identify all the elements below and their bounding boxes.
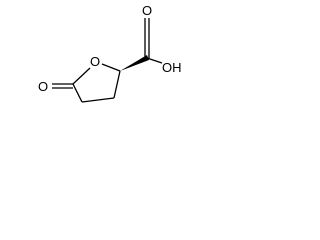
molecule-drawing: O O O OH bbox=[38, 3, 182, 103]
structure-canvas: O O O OH bbox=[0, 0, 198, 122]
ring-carbonyl-oxygen-label: O bbox=[38, 79, 48, 94]
hydroxyl-label: OH bbox=[162, 60, 182, 75]
bond-c4-c5 bbox=[72, 83, 83, 103]
bond-cacid-oh bbox=[146, 57, 163, 64]
bond-c5-o1 bbox=[72, 67, 91, 85]
wedge-bond-c2-cacid bbox=[120, 55, 149, 71]
bond-c2-c3 bbox=[113, 70, 121, 99]
ring-oxygen-label: O bbox=[90, 54, 100, 69]
bond-c3-c4 bbox=[81, 97, 115, 103]
acid-carbonyl-oxygen-label: O bbox=[142, 3, 152, 18]
bond-o1-c2 bbox=[101, 63, 121, 72]
